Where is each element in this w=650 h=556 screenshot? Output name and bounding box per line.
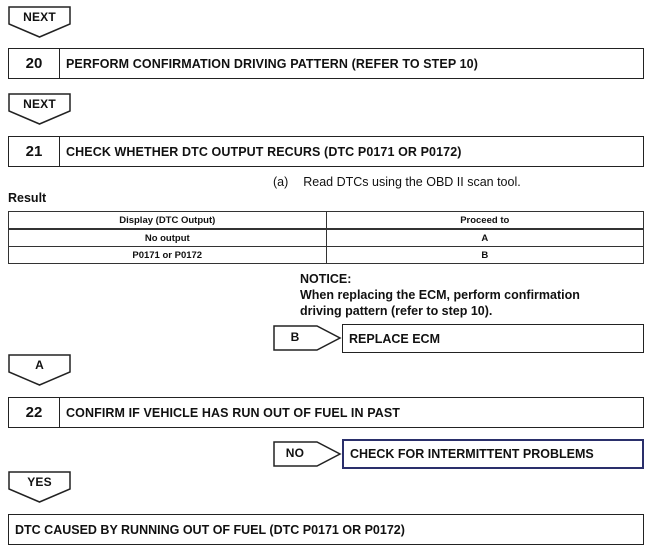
down-arrow-pentagon-icon bbox=[8, 354, 71, 386]
next-arrow-2: NEXT bbox=[8, 93, 71, 125]
table-cell: A bbox=[325, 228, 644, 247]
table-header-cell: Display (DTC Output) bbox=[8, 211, 327, 230]
branch-a-arrow: A bbox=[8, 354, 71, 386]
down-arrow-pentagon-icon bbox=[8, 6, 71, 38]
instruction-line: (a) Read DTCs using the OBD II scan tool… bbox=[273, 175, 521, 189]
step-22-number: 22 bbox=[9, 398, 60, 427]
next-label-1: NEXT bbox=[23, 10, 56, 24]
notice-line-2: driving pattern (refer to step 10). bbox=[300, 304, 493, 318]
final-result-box: DTC CAUSED BY RUNNING OUT OF FUEL (DTC P… bbox=[8, 514, 644, 545]
step-21-number: 21 bbox=[9, 137, 60, 166]
branch-a-label: A bbox=[35, 358, 44, 372]
step-22-box: 22 CONFIRM IF VEHICLE HAS RUN OUT OF FUE… bbox=[8, 397, 644, 428]
table-cell: No output bbox=[8, 228, 327, 247]
notice-title: NOTICE: bbox=[300, 272, 352, 286]
step-21-title: CHECK WHETHER DTC OUTPUT RECURS (DTC P01… bbox=[66, 144, 462, 159]
right-arrow-pentagon-icon bbox=[273, 325, 342, 351]
branch-no-arrow: NO bbox=[273, 441, 342, 467]
instruction-text: Read DTCs using the OBD II scan tool. bbox=[303, 175, 521, 189]
instruction-marker: (a) bbox=[273, 175, 289, 189]
down-arrow-pentagon-icon bbox=[8, 471, 71, 503]
branch-yes-arrow: YES bbox=[8, 471, 71, 503]
next-arrow-1: NEXT bbox=[8, 6, 71, 38]
step-22-title: CONFIRM IF VEHICLE HAS RUN OUT OF FUEL I… bbox=[66, 405, 401, 420]
branch-b-label: B bbox=[290, 330, 300, 344]
branch-no-label: NO bbox=[285, 446, 305, 460]
table-row: P0171 or P0172 B bbox=[8, 246, 644, 264]
right-arrow-pentagon-icon bbox=[273, 441, 342, 467]
notice-line-1: When replacing the ECM, perform confirma… bbox=[300, 288, 580, 302]
result-label: Result bbox=[8, 191, 47, 205]
down-arrow-pentagon-icon bbox=[8, 93, 71, 125]
next-label-2: NEXT bbox=[23, 97, 56, 111]
step-20-number: 20 bbox=[9, 49, 60, 78]
step-21-box: 21 CHECK WHETHER DTC OUTPUT RECURS (DTC … bbox=[8, 136, 644, 167]
table-cell: P0171 or P0172 bbox=[8, 246, 327, 264]
table-header-cell: Proceed to bbox=[325, 211, 644, 230]
table-row: No output A bbox=[8, 228, 644, 247]
table-header-row: Display (DTC Output) Proceed to bbox=[8, 211, 644, 230]
notice-block: NOTICE: When replacing the ECM, perform … bbox=[300, 271, 580, 319]
step-20-title: PERFORM CONFIRMATION DRIVING PATTERN (RE… bbox=[66, 56, 478, 71]
branch-b-arrow: B bbox=[273, 325, 342, 351]
intermittent-problems-box: CHECK FOR INTERMITTENT PROBLEMS bbox=[342, 439, 644, 469]
branch-yes-label: YES bbox=[27, 475, 52, 489]
replace-ecm-box: REPLACE ECM bbox=[342, 324, 644, 353]
step-20-box: 20 PERFORM CONFIRMATION DRIVING PATTERN … bbox=[8, 48, 644, 79]
result-table: Display (DTC Output) Proceed to No outpu… bbox=[8, 211, 644, 264]
table-cell: B bbox=[325, 246, 644, 264]
